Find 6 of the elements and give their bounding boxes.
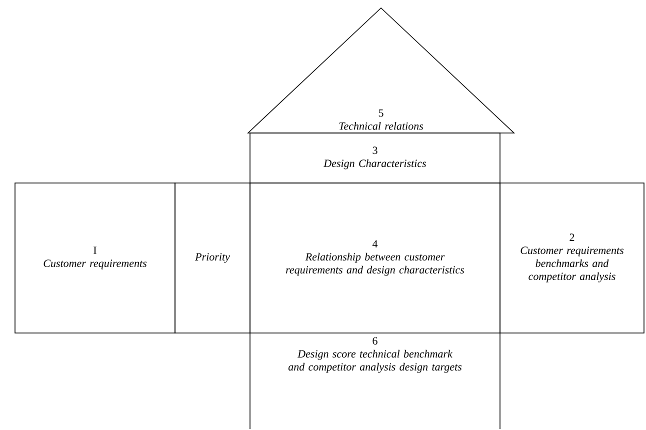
matrix-box: 2 Customer requirements benchmarks and competitor analysis [500,182,644,334]
matrix-box: 4 Relationship between customer requirements and design characteristics [250,182,500,334]
matrix-box: Priority [174,182,250,334]
matrix-box: 3 Design Characteristics [250,132,500,184]
matrix-box: I Customer requirements [14,182,176,334]
matrix-box: 6 Design score technical benchmark and competitor analysis design targets [250,332,500,430]
